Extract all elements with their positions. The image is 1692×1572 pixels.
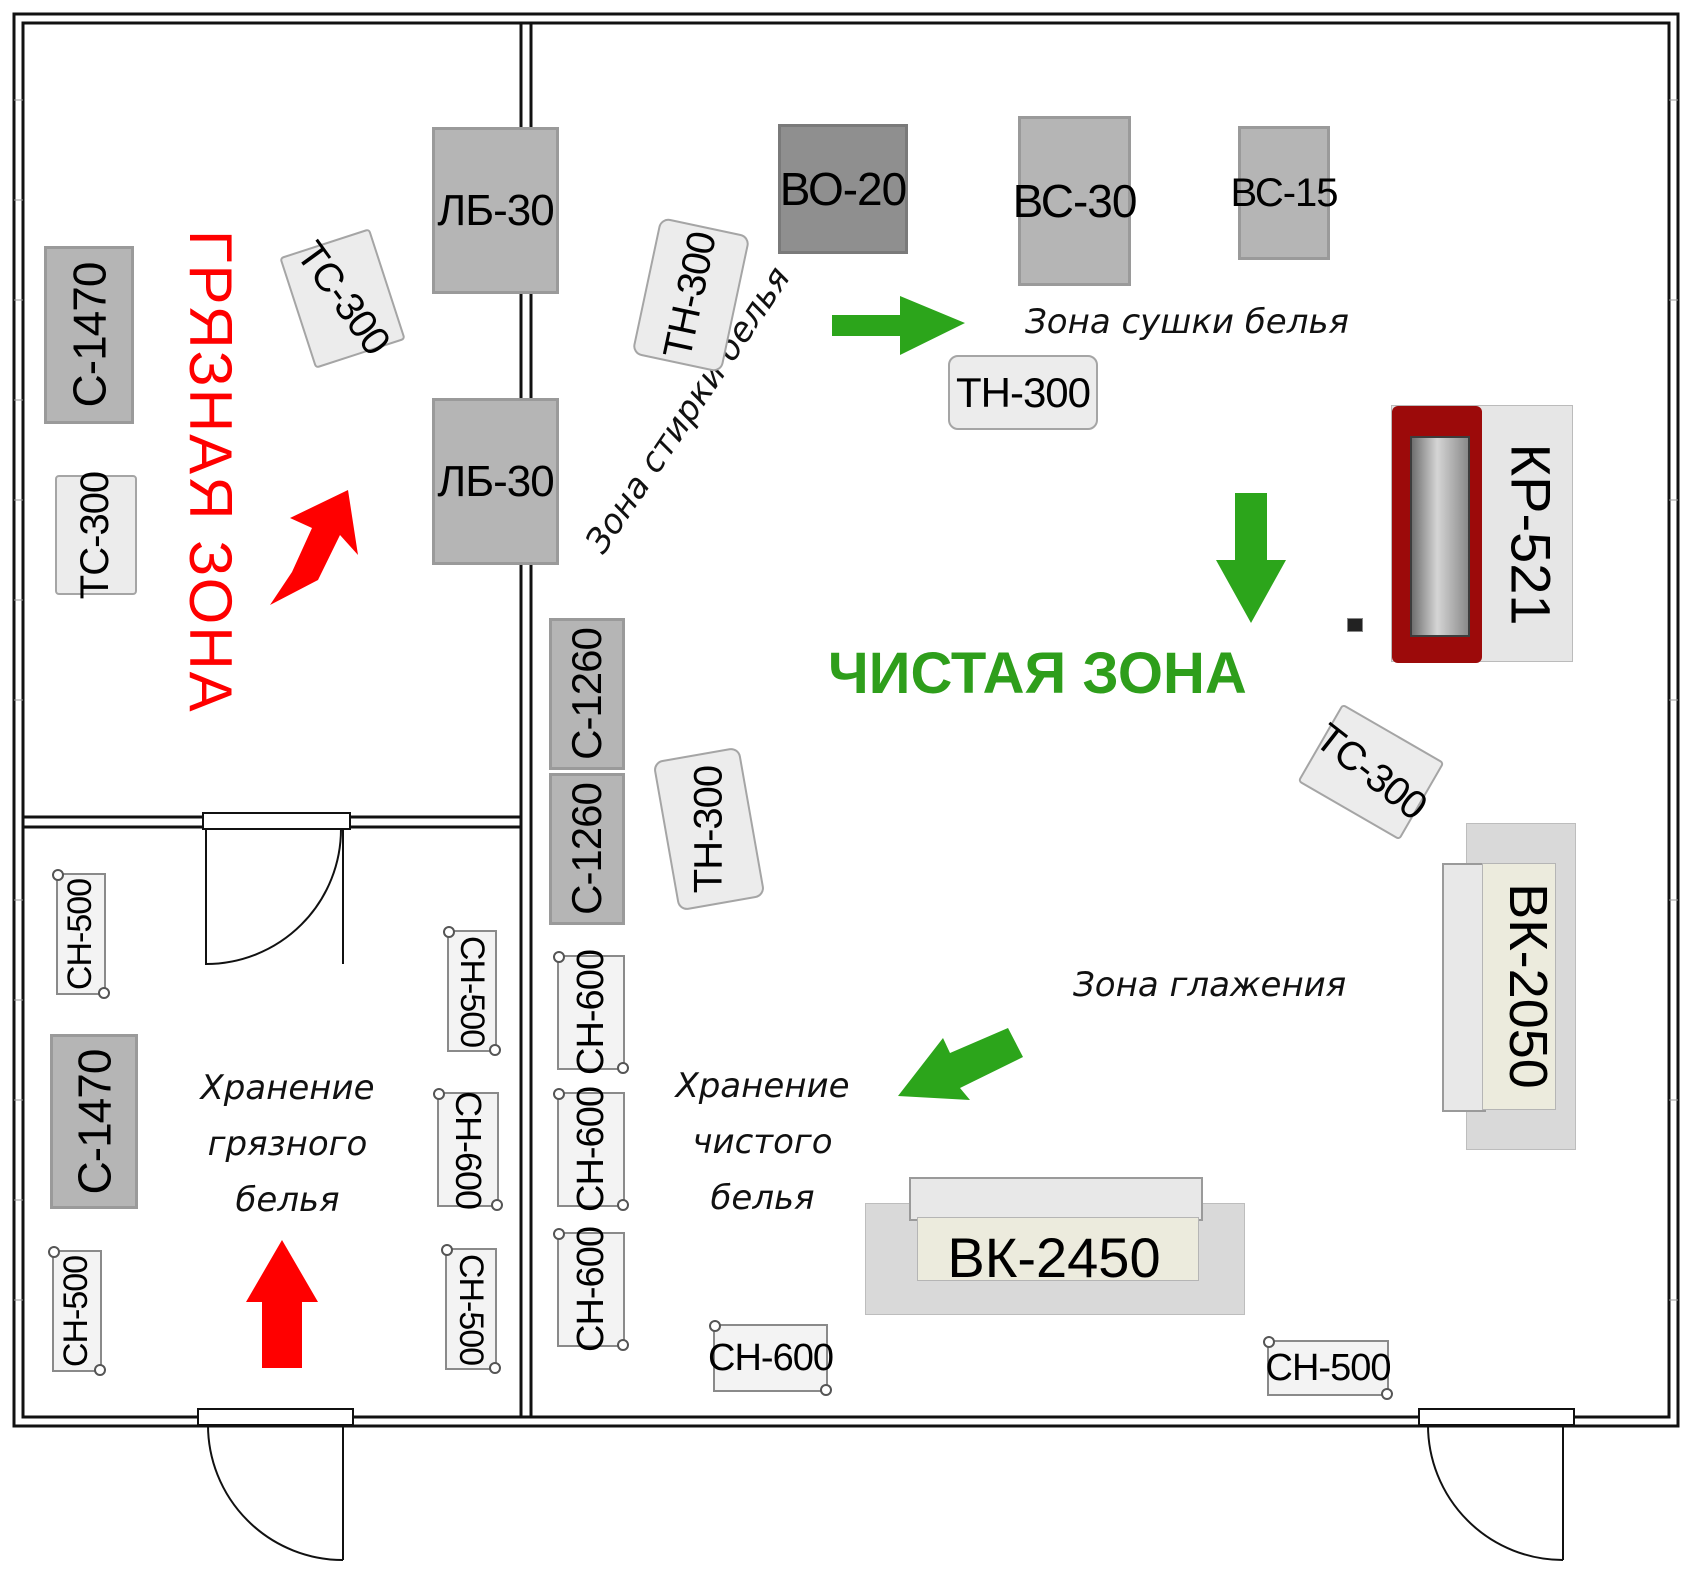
label-lb30-top: ЛБ-30	[437, 185, 554, 235]
wall-hatching	[14, 99, 1678, 1301]
door-swing-inner	[205, 828, 342, 966]
outer-wall-outline	[12, 12, 1680, 1428]
rack-ch500-l2[interactable]: СН-500	[48, 1246, 106, 1376]
ironing-zone-label: Зона глажения	[1073, 965, 1346, 1005]
rack-ch600-3[interactable]: СН-600	[553, 1227, 629, 1352]
extractor-bo20[interactable]: ВО-20	[778, 124, 908, 254]
label-tn300-clean: ТН-300	[686, 765, 731, 893]
roller-kp521-body	[1392, 406, 1482, 663]
rack-ch600-1[interactable]: СН-600	[553, 950, 629, 1075]
dryer-bc30[interactable]: ВС-30	[1013, 116, 1137, 286]
label-c1260-top: С-1260	[563, 628, 611, 760]
label-ch600-3: СН-600	[569, 1227, 612, 1352]
door-swing-entrance	[207, 1424, 344, 1561]
rack-ch600-r2[interactable]: СН-600	[433, 1088, 503, 1211]
label-bk2450-wrap: ВК-2450	[865, 1217, 1243, 1297]
table-c1260-bottom[interactable]: С-1260	[549, 773, 625, 925]
dirty-zone-label: ГРЯЗНАЯ ЗОНА	[175, 230, 245, 714]
rack-ch600-2[interactable]: СН-600	[553, 1087, 629, 1212]
arrow-dry-down	[1216, 493, 1286, 623]
drying-zone-text: Зона сушки белья	[1025, 302, 1349, 342]
trolley-tc300-left[interactable]: ТС-300	[55, 471, 137, 599]
label-c1260-bottom: С-1260	[563, 783, 611, 915]
label-lb30-bottom: ЛБ-30	[437, 456, 554, 506]
dirty-zone-text: ГРЯЗНАЯ ЗОНА	[177, 230, 244, 714]
label-bc15: ВС-15	[1230, 170, 1338, 215]
label-bk2050: ВК-2050	[1498, 882, 1558, 1089]
door-frame-exit	[1418, 1408, 1575, 1426]
arrow-wash-to-dry	[832, 296, 965, 355]
label-bk2050-wrap: ВК-2050	[1482, 823, 1574, 1148]
clean-storage-line-3: белья	[710, 1178, 815, 1218]
label-ch500-right: СН-500	[1265, 1346, 1392, 1389]
clean-zone-text: ЧИСТАЯ ЗОНА	[828, 641, 1247, 706]
rack-ch500-r1[interactable]: СН-500	[443, 926, 501, 1056]
drying-zone-label: Зона сушки белья	[1025, 302, 1349, 342]
label-ch600-2: СН-600	[569, 1087, 612, 1212]
dirty-storage-label: Хранение грязного белья	[185, 1060, 390, 1228]
clean-zone-label: ЧИСТАЯ ЗОНА	[828, 640, 1247, 707]
ironing-zone-text: Зона глажения	[1073, 965, 1347, 1005]
label-ch500-r1: СН-500	[453, 935, 492, 1047]
table-c1470-top[interactable]: С-1470	[44, 246, 134, 424]
rack-ch500-r3[interactable]: СН-500	[441, 1244, 501, 1374]
table-c1260-top[interactable]: С-1260	[549, 618, 625, 770]
outer-wall-inner-outline	[21, 21, 1671, 1419]
ironer-bk2050-pads	[1482, 863, 1556, 1110]
label-tn300-wash: ТН-300	[655, 228, 726, 362]
partition-vertical	[519, 21, 533, 1419]
clean-storage-label: Хранение чистого белья	[660, 1058, 865, 1226]
rack-ch500-l1[interactable]: СН-500	[52, 869, 110, 999]
door-swing-exit	[1427, 1424, 1564, 1561]
label-bk2450: ВК-2450	[947, 1225, 1161, 1289]
rack-ch600-bottom[interactable]: СН-600	[708, 1320, 834, 1396]
label-kp521: КР-521	[1499, 443, 1563, 626]
label-ch600-bottom: СН-600	[708, 1336, 834, 1379]
table-tn300-dry[interactable]: ТН-300	[948, 355, 1098, 430]
label-bc30: ВС-30	[1012, 175, 1138, 227]
arrow-dirty-storage-up	[246, 1240, 318, 1368]
label-kp521-wrap: КР-521	[1488, 406, 1574, 663]
label-tn300-dry: ТН-300	[955, 368, 1091, 416]
ironer-bk2450-pads	[917, 1217, 1199, 1281]
table-c1470-bottom[interactable]: С-1470	[50, 1034, 138, 1209]
kp521-control-panel-icon	[1347, 618, 1363, 632]
roller-kp521[interactable]: КР-521	[1391, 405, 1574, 663]
roller-kp521-drum	[1410, 436, 1470, 637]
arrow-dirty-up-diagonal	[270, 490, 358, 605]
label-tc300-left: ТС-300	[73, 471, 118, 599]
label-c1470-bottom: С-1470	[68, 1049, 120, 1194]
dirty-storage-line-1: Хранение	[200, 1068, 375, 1108]
label-ch500-r3: СН-500	[452, 1253, 491, 1365]
label-ch500-l2: СН-500	[57, 1255, 96, 1367]
ironer-bk2050-rails	[1442, 863, 1486, 1112]
clean-storage-line-1: Хранение	[675, 1066, 850, 1106]
label-ch600-1: СН-600	[569, 950, 612, 1075]
ironer-bk2450[interactable]: ВК-2450	[865, 1177, 1245, 1315]
arrow-iron-to-storage	[898, 1028, 1023, 1100]
clean-storage-line-2: чистого	[692, 1122, 833, 1162]
washer-lb30-top[interactable]: ЛБ-30	[432, 127, 559, 294]
label-ch600-r2: СН-600	[448, 1090, 489, 1209]
dirty-storage-line-2: грязного	[207, 1124, 368, 1164]
door-frame-entrance	[197, 1408, 354, 1426]
ironer-bk2450-rails	[909, 1177, 1203, 1221]
door-frame-inner	[202, 812, 351, 830]
dryer-bc15[interactable]: ВС-15	[1230, 126, 1339, 260]
dirty-storage-line-3: белья	[235, 1180, 340, 1220]
rack-ch500-right[interactable]: СН-500	[1263, 1336, 1393, 1400]
washer-lb30-bottom[interactable]: ЛБ-30	[432, 398, 559, 565]
label-c1470-top: С-1470	[63, 262, 115, 408]
ironer-bk2050[interactable]: ВК-2050	[1442, 823, 1576, 1150]
label-ch500-l1: СН-500	[61, 878, 100, 990]
label-bo20: ВО-20	[779, 163, 907, 215]
